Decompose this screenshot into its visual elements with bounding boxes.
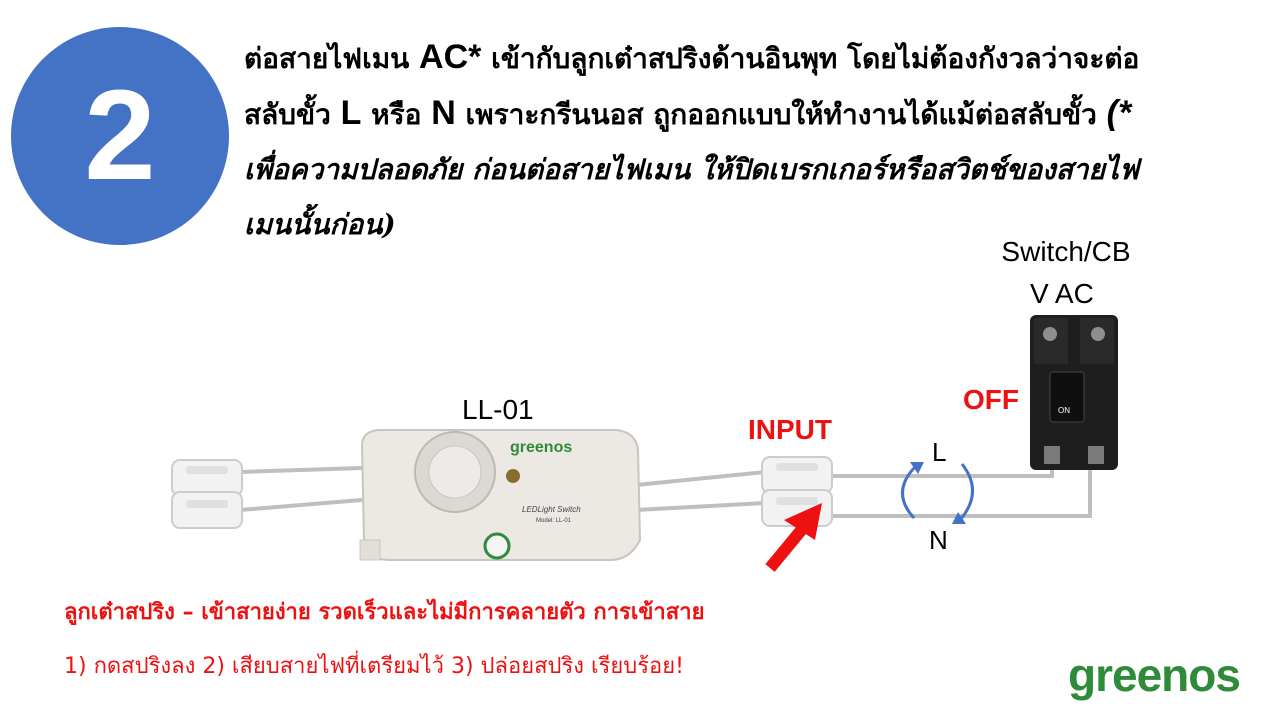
wire-neutral	[828, 462, 1092, 518]
step-number: 2	[84, 64, 156, 207]
wire-left-top	[239, 466, 363, 474]
instruction-text: ต่อสายไฟเมน AC* เข้ากับลูกเต๋าสปริงด้านอ…	[244, 30, 1254, 252]
red-arrow-icon	[765, 503, 822, 572]
input-label: INPUT	[748, 414, 832, 445]
step-number-circle: 2	[11, 27, 229, 245]
l-label: L	[340, 94, 362, 132]
wire-mid-bottom	[635, 501, 767, 512]
voltage-label: V AC	[1030, 278, 1094, 309]
swap-arrows-icon	[901, 462, 974, 524]
device-caption: LEDLight Switch	[522, 505, 581, 514]
input-spring-connector	[761, 456, 833, 527]
breaker-on-label: ON	[1058, 406, 1070, 415]
instruction-line-1: ต่อสายไฟเมน AC* เข้ากับลูกเต๋าสปริงด้านอ…	[244, 38, 1140, 76]
live-label: L	[932, 437, 947, 467]
breaker-switch: ON	[1030, 315, 1118, 470]
instruction-line-2: สลับขั้ว L หรือ N เพราะกรีนนอส ถูกออกแบบ…	[244, 94, 1132, 132]
note-line-1: ลูกเต๋าสปริง – เข้าสายง่าย รวดเร็วและไม่…	[64, 600, 705, 625]
n-label: N	[431, 94, 456, 132]
greenos-logo: greenos	[1068, 649, 1241, 701]
neutral-label: N	[929, 525, 948, 555]
left-spring-connector	[171, 459, 243, 529]
device-label: LL-01	[462, 394, 534, 425]
note-line-2: 1) กดสปริงลง 2) เสียบสายไฟที่เตรียมไว้ 3…	[64, 654, 684, 679]
wires	[239, 462, 1092, 518]
device-brand: greenos	[510, 439, 572, 456]
ac-label: AC*	[419, 38, 482, 76]
ll01-device: greenos LEDLight Switch Model: LL-01	[359, 429, 642, 561]
instruction-line-3: เพื่อความปลอดภัย ก่อนต่อสายไฟเมน ให้ปิดเ…	[244, 153, 1139, 186]
wire-mid-top	[635, 470, 767, 487]
device-model: Model: LL-01	[536, 518, 572, 524]
off-label: OFF	[963, 384, 1019, 415]
wire-left-bottom	[239, 498, 363, 512]
switch-label: Switch/CB	[1001, 236, 1131, 267]
instruction-line-4: เมนนั้นก่อน)	[244, 208, 396, 241]
adjust-knob-icon	[483, 532, 511, 560]
light-sensor-icon	[506, 469, 520, 483]
